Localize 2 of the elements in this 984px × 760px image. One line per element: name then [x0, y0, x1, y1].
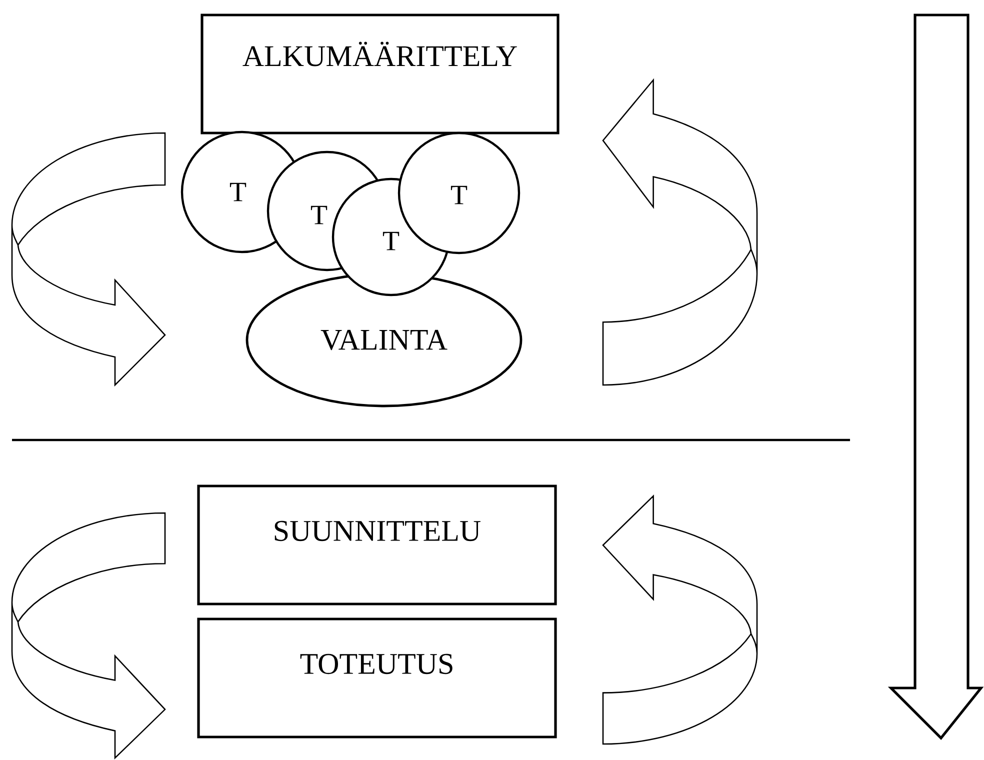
process-box: TOTEUTUS [197, 618, 557, 738]
process-box: SUUNNITTELU [197, 484, 557, 606]
